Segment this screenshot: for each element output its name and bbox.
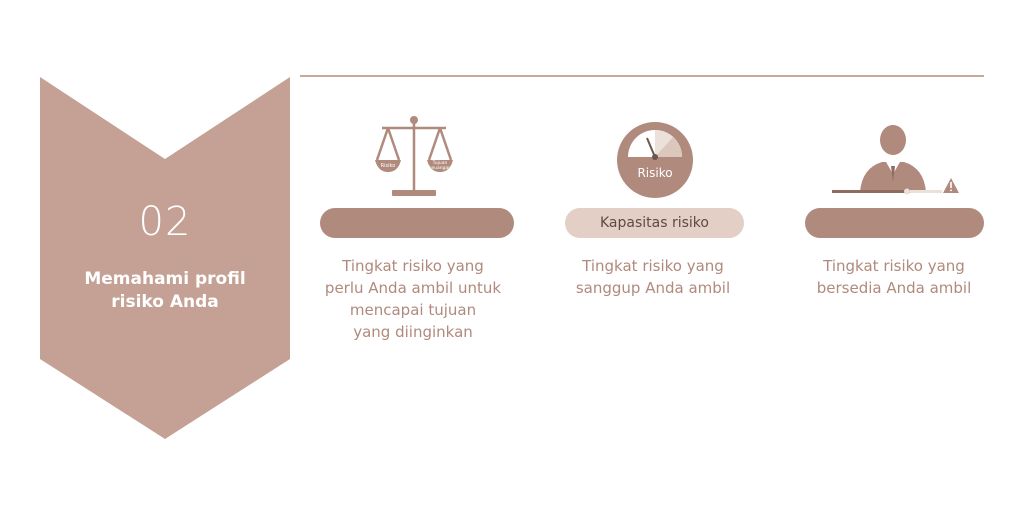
description-risk-capacity: Tingkat risiko yang sanggup Anda ambil bbox=[540, 255, 766, 299]
description-risk-required: Tingkat risiko yang perlu Anda ambil unt… bbox=[300, 255, 526, 343]
description-risk-willingness: Tingkat risiko yang bersedia Anda ambil bbox=[781, 255, 1007, 299]
step-title-line: risiko Anda bbox=[111, 292, 219, 312]
chevron-shape bbox=[40, 77, 290, 439]
scale-label-finance: keuangan bbox=[429, 165, 451, 171]
scale-icon: Risiko Tujuan keuangan bbox=[372, 114, 456, 200]
description-line: Tingkat risiko yang bbox=[582, 257, 724, 275]
description-line: Tingkat risiko yang bbox=[342, 257, 484, 275]
risk-gauge-icon: Risiko bbox=[615, 120, 695, 200]
step-chevron: 02 Memahami profil risiko Anda bbox=[40, 77, 290, 439]
description-line: Tingkat risiko yang bbox=[823, 257, 965, 275]
businessman-warning-icon bbox=[828, 122, 962, 198]
scale-label-risk: Risiko bbox=[381, 163, 396, 169]
step-title-line: Memahami profil bbox=[84, 269, 246, 289]
pill-risk-capacity: Kapasitas risiko bbox=[565, 208, 744, 238]
description-line: mencapai tujuan bbox=[349, 301, 477, 319]
pill-risk-willingness bbox=[805, 208, 984, 238]
top-divider bbox=[300, 75, 984, 77]
pill-risk-required bbox=[320, 208, 514, 238]
scale-label-goal: Tujuan bbox=[432, 160, 448, 166]
gauge-label: Risiko bbox=[637, 166, 672, 180]
description-line: yang diinginkan bbox=[353, 323, 473, 341]
description-line: perlu Anda ambil untuk bbox=[324, 279, 502, 297]
step-title: Memahami profil risiko Anda bbox=[60, 268, 270, 314]
description-line: bersedia Anda ambil bbox=[816, 279, 972, 297]
description-line: sanggup Anda ambil bbox=[575, 279, 731, 297]
step-number: 02 bbox=[138, 199, 192, 245]
